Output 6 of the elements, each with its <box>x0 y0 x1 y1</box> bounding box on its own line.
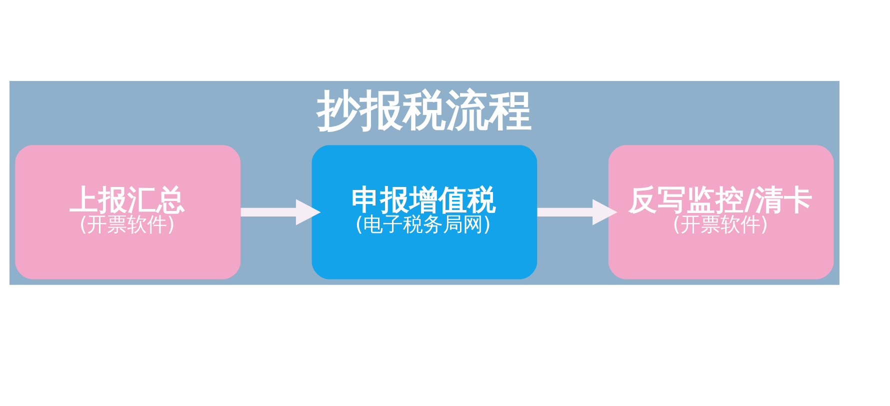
node-box: 反写监控/清卡 (开票软件) <box>608 144 834 279</box>
node-box: 申报增值税 (电子税务局网) <box>312 144 538 279</box>
node-box: 上报汇总 (开票软件) <box>15 144 240 279</box>
arrow <box>240 198 321 225</box>
arrow <box>537 198 618 225</box>
diagram-title: 抄报税流程 <box>316 86 532 136</box>
